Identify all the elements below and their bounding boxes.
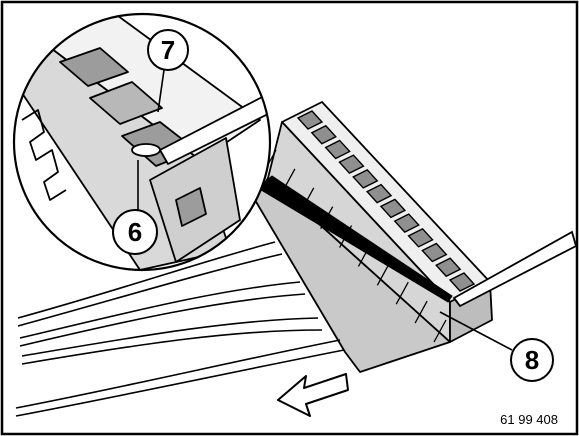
magnified-detail-inset <box>12 12 272 272</box>
pin-cavity <box>365 183 393 204</box>
housing-rib <box>433 319 447 343</box>
callout-6: 6 <box>112 160 158 255</box>
inset-pointer <box>257 175 453 303</box>
housing-rib <box>414 300 428 324</box>
pin-cavity <box>435 257 462 278</box>
housing-rib <box>376 263 390 286</box>
wire-bundle <box>15 241 345 417</box>
figure-reference-number: 61 99 408 <box>500 412 558 427</box>
callout-8-label: 8 <box>525 345 539 375</box>
housing-rib <box>395 281 409 305</box>
pin-cavity <box>352 169 379 189</box>
callout-7-label: 7 <box>161 35 175 65</box>
pin-cavity <box>407 227 434 248</box>
pin-cavity <box>448 272 476 292</box>
callout-8: 8 <box>439 311 554 382</box>
callout-7: 7 <box>147 29 189 113</box>
callout-6-label: 6 <box>128 217 142 247</box>
pin-cavity-row <box>296 110 476 292</box>
pin-cavity <box>310 124 337 145</box>
pin-cavity <box>393 213 420 233</box>
pin-cavity <box>338 154 365 175</box>
direction-arrow-icon <box>277 373 349 417</box>
pin-cavity <box>421 242 448 263</box>
pin-cavity <box>296 110 324 130</box>
screwdriver-icon <box>452 230 578 308</box>
pin-cavity <box>379 198 407 219</box>
pin-cavity <box>324 139 351 160</box>
